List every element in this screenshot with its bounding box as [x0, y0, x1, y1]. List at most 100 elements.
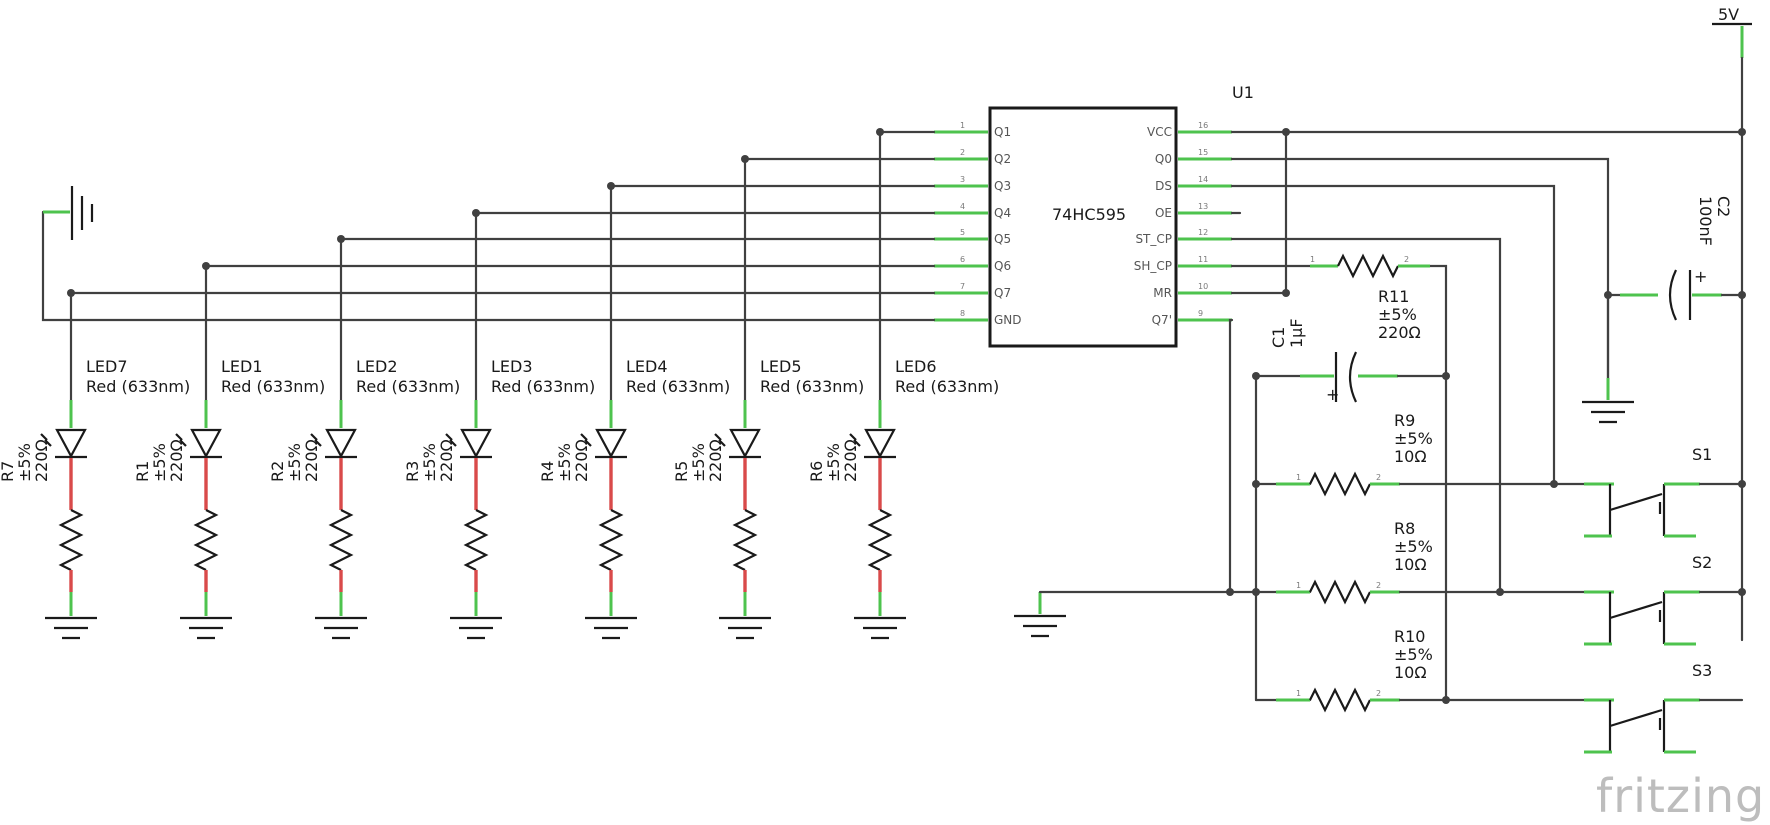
- u1-pin6-num: 6: [960, 255, 965, 264]
- r8-value: 10Ω: [1394, 555, 1427, 574]
- r8-pin2-num: 2: [1376, 581, 1381, 590]
- r7-tolerance: ±5%: [15, 443, 34, 482]
- u1-pin5-num: 5: [960, 228, 965, 237]
- r6-name: R6: [807, 461, 826, 482]
- led-column-led7: LED7 Red (633nm) R7 ±5% 220Ω: [0, 357, 190, 640]
- u1-pin12-name: ST_CP: [1135, 232, 1172, 246]
- r3-tolerance: ±5%: [420, 443, 439, 482]
- resistor-r10: 1 2 R10 ±5% 10Ω: [1276, 627, 1592, 713]
- u1-pin10-num: 10: [1198, 282, 1208, 291]
- led2-color: Red (633nm): [356, 377, 460, 396]
- r10-tolerance: ±5%: [1394, 645, 1433, 664]
- capacitor-c2: + C2 100nF: [1582, 196, 1746, 424]
- r9-tolerance: ±5%: [1394, 429, 1433, 448]
- switch-s3: S3: [1584, 661, 1744, 754]
- c1-value: 1µF: [1287, 318, 1306, 348]
- r5-value: 220Ω: [706, 439, 725, 482]
- r4-name: R4: [538, 461, 557, 482]
- r2-name: R2: [268, 461, 287, 482]
- u1-pin1-num: 1: [960, 121, 965, 130]
- r11-pin1-num: 1: [1310, 255, 1315, 264]
- c2-plus: +: [1694, 267, 1707, 286]
- ground-network: [1014, 480, 1312, 702]
- r9-name: R9: [1394, 411, 1415, 430]
- r9-pin2-num: 2: [1376, 473, 1381, 482]
- r7-name: R7: [0, 461, 17, 482]
- r11-value: 220Ω: [1378, 323, 1421, 342]
- led-column-led1: LED1 Red (633nm) R1 ±5% 220Ω: [133, 357, 325, 640]
- r9-value: 10Ω: [1394, 447, 1427, 466]
- u1-part-label: 74HC595: [1052, 205, 1126, 224]
- u1-pin4-name: Q4: [994, 206, 1011, 220]
- r5-tolerance: ±5%: [689, 443, 708, 482]
- u1-pin7-name: Q7: [994, 286, 1011, 300]
- r9-pin1-num: 1: [1296, 473, 1301, 482]
- r10-value: 10Ω: [1394, 663, 1427, 682]
- r2-tolerance: ±5%: [285, 443, 304, 482]
- r1-tolerance: ±5%: [150, 443, 169, 482]
- u1-pin11-name: SH_CP: [1134, 259, 1172, 273]
- fritzing-logo: fritzing: [1596, 769, 1765, 823]
- output-wires: [41, 128, 936, 428]
- s1-label: S1: [1692, 445, 1712, 464]
- switch-s1: S1: [1584, 445, 1746, 538]
- u1-pin3-name: Q3: [994, 179, 1011, 193]
- control-wiring: [1228, 157, 1612, 702]
- power-5v-label: 5V: [1718, 5, 1739, 24]
- u1-pin1-name: Q1: [994, 125, 1011, 139]
- c2-name: C2: [1714, 196, 1733, 217]
- u1-pin14-name: DS: [1155, 179, 1172, 193]
- led-column-led2: LED2 Red (633nm) R2 ±5% 220Ω: [268, 357, 460, 640]
- u1-pin8-num: 8: [960, 309, 965, 318]
- led2-name: LED2: [356, 357, 398, 376]
- led1-color: Red (633nm): [221, 377, 325, 396]
- vcc-wiring: [1230, 128, 1746, 297]
- r1-name: R1: [133, 461, 152, 482]
- u1-pin15-name: Q0: [1155, 152, 1172, 166]
- u1-pin11-num: 11: [1198, 255, 1208, 264]
- r7-value: 220Ω: [32, 439, 51, 482]
- led6-color: Red (633nm): [895, 377, 999, 396]
- led7-name: LED7: [86, 357, 128, 376]
- u1-pin9-num: 9: [1198, 309, 1203, 318]
- u1-designator: U1: [1232, 83, 1254, 102]
- led4-color: Red (633nm): [626, 377, 730, 396]
- ground-symbol-chip: [43, 186, 94, 240]
- r6-value: 220Ω: [841, 439, 860, 482]
- s3-label: S3: [1692, 661, 1712, 680]
- r8-name: R8: [1394, 519, 1415, 538]
- led-column-led4: LED4 Red (633nm) R4 ±5% 220Ω: [538, 357, 730, 640]
- u1-left-pins: [934, 130, 988, 322]
- c1-plus: +: [1326, 385, 1339, 404]
- u1-pin2-name: Q2: [994, 152, 1011, 166]
- led5-color: Red (633nm): [760, 377, 864, 396]
- r10-pin2-num: 2: [1376, 689, 1381, 698]
- led-columns: LED7 Red (633nm) R7 ±5% 220Ω LED1 Red (6…: [0, 357, 999, 640]
- led-column-led3: LED3 Red (633nm) R3 ±5% 220Ω: [403, 357, 595, 640]
- r11-tolerance: ±5%: [1378, 305, 1417, 324]
- u1-body: [988, 106, 1178, 348]
- led3-color: Red (633nm): [491, 377, 595, 396]
- u1-pin14-num: 14: [1198, 175, 1208, 184]
- led1-name: LED1: [221, 357, 263, 376]
- u1-pin3-num: 3: [960, 175, 965, 184]
- led3-name: LED3: [491, 357, 533, 376]
- u1-pin7-num: 7: [960, 282, 965, 291]
- u1-pin4-num: 4: [960, 202, 965, 211]
- u1-pin5-name: Q5: [994, 232, 1011, 246]
- c1-name: C1: [1269, 327, 1288, 348]
- shift-register-u1: U1 74HC595 1 Q1 2 Q2 3: [934, 83, 1254, 348]
- r4-value: 220Ω: [572, 439, 591, 482]
- u1-pin2-num: 2: [960, 148, 965, 157]
- r11-pin2-num: 2: [1404, 255, 1409, 264]
- capacitor-c1: + C1 1µF: [1252, 318, 1450, 702]
- led7-color: Red (633nm): [86, 377, 190, 396]
- u1-pin9-name: Q7': [1152, 313, 1172, 327]
- led-column-led6: LED6 Red (633nm) R6 ±5% 220Ω: [807, 357, 999, 640]
- u1-pin16-name: VCC: [1147, 125, 1172, 139]
- r11-name: R11: [1378, 287, 1409, 306]
- resistor-r11: 1 2 R11 ±5% 220Ω: [1310, 253, 1430, 342]
- u1-right-pins: [1178, 130, 1232, 322]
- resistor-r8: 1 2 R8 ±5% 10Ω: [1276, 519, 1592, 605]
- u1-pin10-name: MR: [1153, 286, 1172, 300]
